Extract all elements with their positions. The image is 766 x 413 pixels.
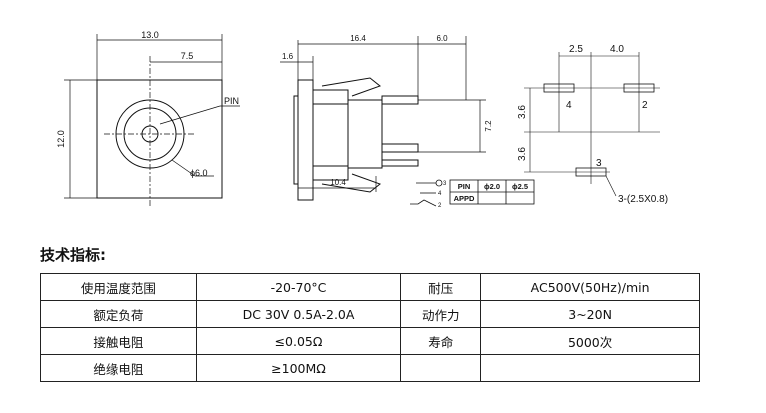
pin-num-2: 2 — [438, 203, 442, 209]
front-height-dim: 12.0 — [56, 130, 66, 148]
side-view — [280, 36, 486, 201]
footprint-pad-bottom-label: 3 — [596, 158, 602, 169]
pin-num-4: 4 — [438, 191, 442, 197]
spec-label: 使用温度范围 — [40, 273, 197, 301]
spec-value — [480, 354, 700, 382]
spec-label — [400, 354, 482, 382]
side-body — [312, 89, 349, 181]
spec-value: ≥100MΩ — [195, 354, 402, 382]
pin-table-header-d20: ϕ2.0 — [484, 182, 500, 191]
spec-label: 耐压 — [400, 273, 482, 301]
pin-num-3: 3 — [443, 181, 447, 187]
spec-label: 动作力 — [400, 300, 482, 328]
spec-value: ≤0.05Ω — [195, 327, 402, 355]
footprint-dim-upper: 3.6 — [517, 105, 528, 119]
footprint-dim-right: 4.0 — [610, 44, 624, 55]
side-body-dim: 16.4 — [350, 34, 366, 43]
spec-value: -20-70°C — [195, 273, 402, 301]
table-row: 使用温度范围 -20-70°C 耐压 AC500V(50Hz)/min — [40, 273, 700, 301]
pin-table-row-appd: APPD — [454, 194, 475, 203]
spec-label: 接触电阻 — [40, 327, 197, 355]
spec-value: 3~20N — [480, 300, 700, 328]
front-pin-label: PIN — [224, 96, 239, 106]
spec-value: 5000次 — [480, 327, 700, 355]
pin-table-header-pin: PIN — [458, 182, 471, 191]
front-diameter-label: ϕ6.0 — [190, 168, 208, 178]
front-view — [64, 34, 240, 206]
table-row: 额定负荷 DC 30V 0.5A-2.0A 动作力 3~20N — [40, 300, 700, 328]
footprint-pad-size-note: 3-(2.5X0.8) — [618, 194, 668, 205]
side-flange-dim: 1.6 — [282, 52, 294, 61]
side-pin-length-dim: 6.0 — [436, 34, 448, 43]
side-flange — [297, 79, 314, 201]
front-width-dim: 13.0 — [141, 30, 159, 40]
spec-value: DC 30V 0.5A-2.0A — [195, 300, 402, 328]
spec-label: 额定负荷 — [40, 300, 197, 328]
spec-value: AC500V(50Hz)/min — [480, 273, 700, 301]
footprint-pad-left-label: 4 — [566, 100, 572, 111]
pin-table-header-d25: ϕ2.5 — [512, 182, 528, 191]
technical-drawing: 13.0 7.5 12.0 PIN ϕ6.0 — [56, 30, 668, 209]
spec-label: 绝缘电阻 — [40, 354, 197, 382]
specs-title: 技术指标: — [40, 246, 106, 264]
pin-schematic — [410, 179, 535, 207]
spec-label: 寿命 — [400, 327, 482, 355]
front-half-dim: 7.5 — [181, 51, 194, 61]
footprint-dim-lower: 3.6 — [517, 147, 528, 161]
footprint-dim-left: 2.5 — [569, 44, 583, 55]
front-body-outline — [96, 79, 223, 199]
side-pin-span-dim: 7.2 — [484, 120, 493, 132]
footprint-pad-right-label: 2 — [642, 100, 648, 111]
footprint-view — [524, 52, 660, 197]
table-row: 绝缘电阻 ≥100MΩ — [40, 354, 700, 382]
side-bottom-dim: 10.4 — [330, 178, 346, 187]
specs-table: 使用温度范围 -20-70°C 耐压 AC500V(50Hz)/min 额定负荷… — [40, 273, 700, 382]
table-row: 接触电阻 ≤0.05Ω 寿命 5000次 — [40, 327, 700, 355]
